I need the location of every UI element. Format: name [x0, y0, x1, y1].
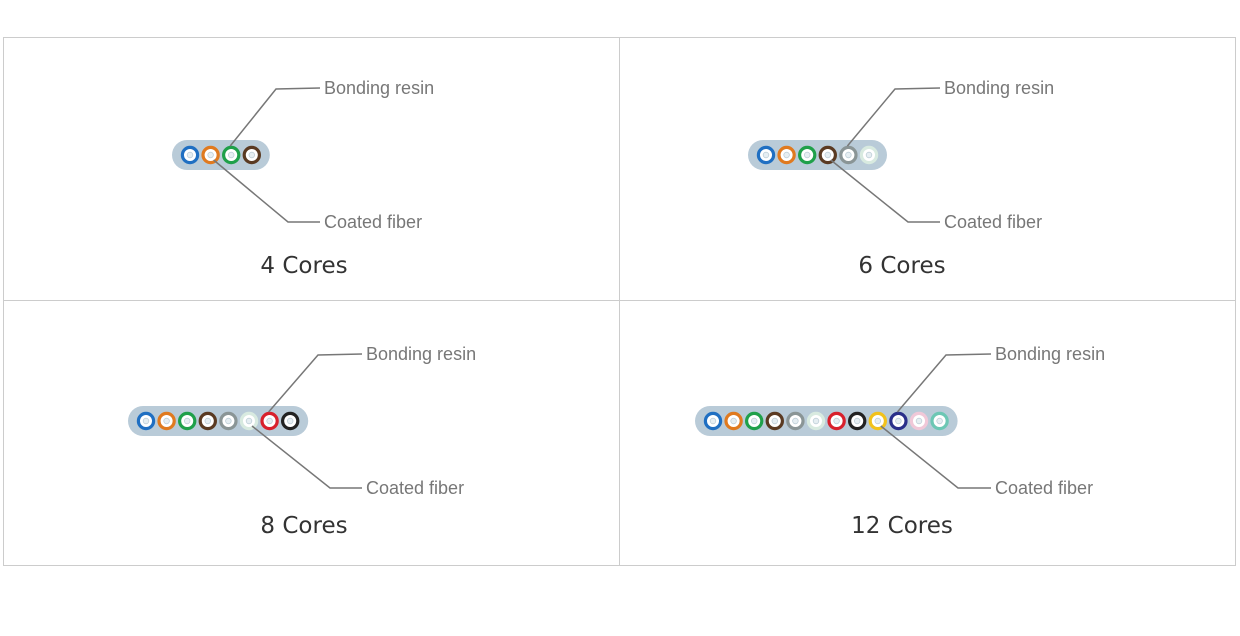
fiber-core [874, 417, 881, 425]
bonding-resin-label: Bonding resin [995, 344, 1105, 364]
fiber-core [266, 417, 273, 425]
fiber-core [186, 151, 194, 159]
fiber-core [792, 417, 799, 425]
fiber-core [854, 417, 861, 425]
fiber-core [751, 417, 758, 425]
coated-fiber-leader-line [213, 159, 320, 223]
fiber-core [936, 417, 943, 425]
fiber-core [225, 417, 232, 425]
bonding-resin-leader-line [229, 87, 321, 147]
fiber-core [783, 151, 790, 159]
panel-label-6-cores: 6 Cores [858, 253, 946, 279]
grid-divider-horizontal [3, 300, 1236, 301]
coated-fiber-label: Coated fiber [324, 212, 422, 232]
fiber-core [709, 417, 717, 425]
fiber-core [204, 417, 211, 425]
bonding-resin-leader-line [846, 87, 941, 147]
fiber-core [207, 151, 214, 159]
fiber-core [833, 417, 840, 425]
panel-label-12-cores: 12 Cores [851, 513, 953, 539]
fiber-core [824, 151, 831, 159]
coated-fiber-label: Coated fiber [944, 212, 1042, 232]
fiber-core [142, 417, 150, 425]
panel-label-8-cores: 8 Cores [260, 513, 348, 539]
fiber-core [771, 417, 778, 425]
bonding-resin-label: Bonding resin [324, 78, 434, 98]
fiber-core [865, 151, 873, 159]
fiber-core [762, 151, 770, 159]
fiber-core [895, 417, 902, 425]
coated-fiber-leader-line [251, 425, 362, 489]
fiber-core [845, 151, 852, 159]
fiber-core [227, 151, 235, 159]
fiber-core [245, 417, 253, 425]
coated-fiber-label: Coated fiber [366, 478, 464, 498]
bonding-resin-label: Bonding resin [366, 344, 476, 364]
ribbon-bonding-resin [128, 406, 309, 436]
bonding-resin-label: Bonding resin [944, 78, 1054, 98]
grid-divider-vertical [619, 37, 620, 566]
fiber-core [804, 151, 811, 159]
ribbon-bonding-resin [695, 406, 958, 436]
coated-fiber-leader-line [880, 425, 991, 489]
fiber-core [915, 417, 923, 425]
fiber-core [183, 417, 191, 425]
coated-fiber-leader-line [830, 159, 940, 223]
fiber-core [730, 417, 737, 425]
fiber-core [812, 417, 820, 425]
bonding-resin-leader-line [896, 353, 992, 413]
ribbon-bonding-resin [172, 140, 270, 170]
fiber-core [163, 417, 170, 425]
panel-label-4-cores: 4 Cores [260, 253, 348, 279]
fiber-core [248, 151, 255, 159]
fiber-core [287, 417, 294, 425]
bonding-resin-leader-line [268, 353, 363, 413]
coated-fiber-label: Coated fiber [995, 478, 1093, 498]
